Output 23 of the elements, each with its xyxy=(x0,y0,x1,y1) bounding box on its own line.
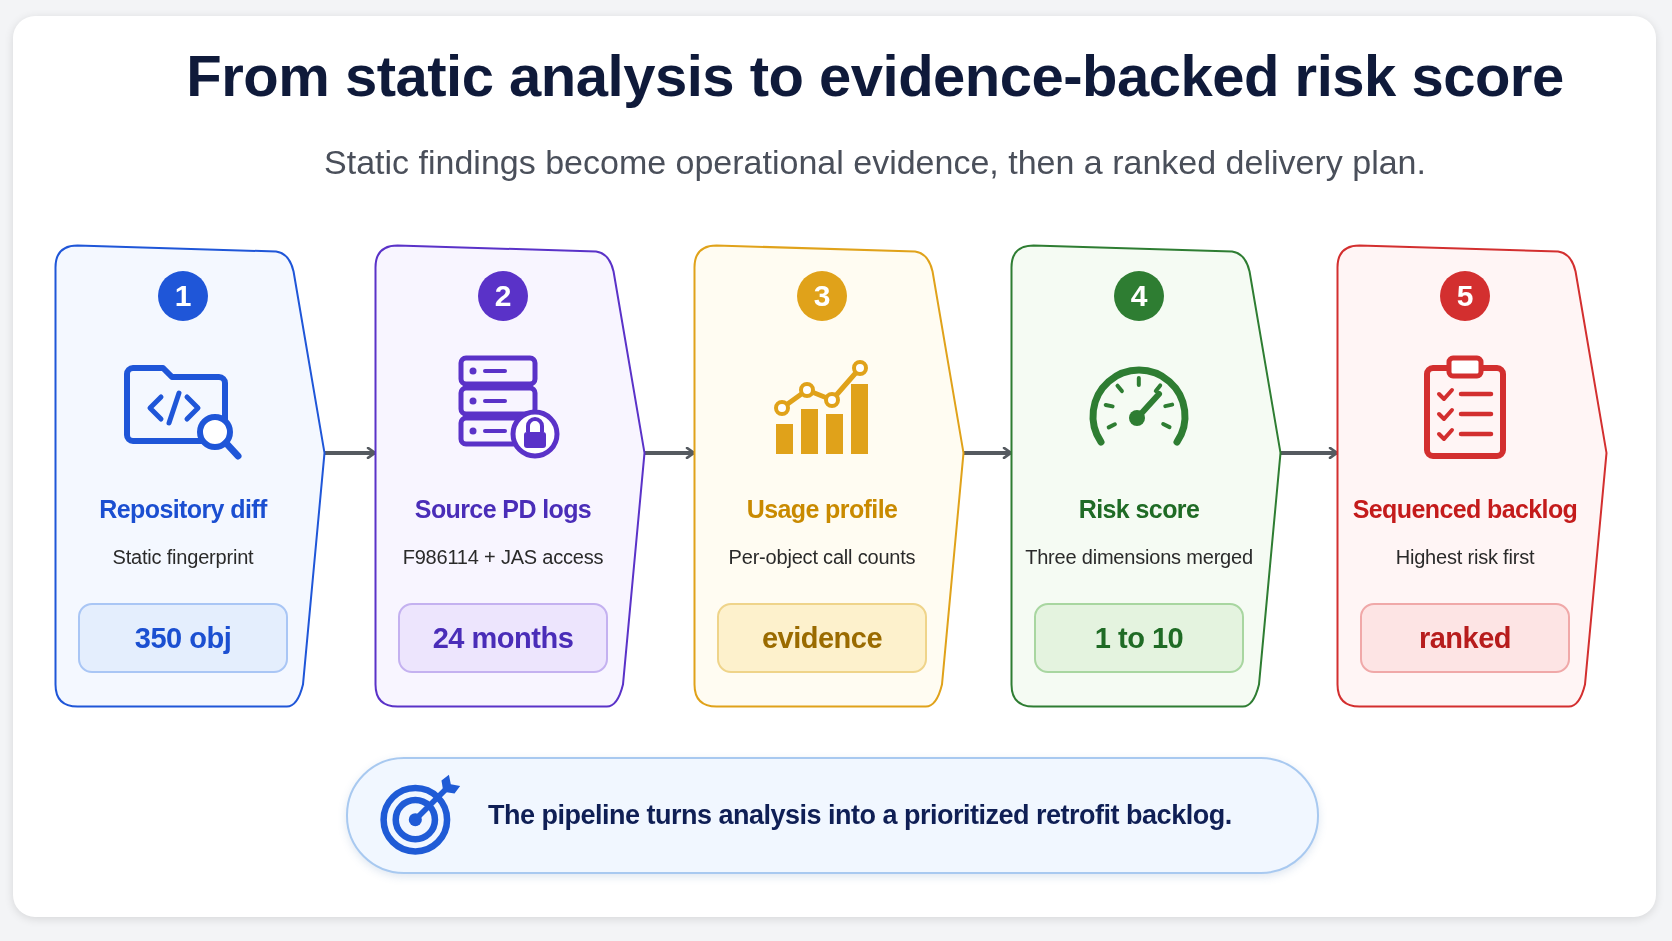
step-title: Usage profile xyxy=(745,494,899,525)
step-card xyxy=(1011,245,1281,707)
step-description: Static fingerprint xyxy=(111,545,255,570)
subtitle: Static findings become operational evidence, then a ranked delivery plan. xyxy=(323,142,1427,183)
step-title: Repository diff xyxy=(98,494,269,525)
step-title: Risk score xyxy=(1077,494,1201,525)
step-card xyxy=(55,245,325,707)
metric-pill: 24 months xyxy=(398,603,608,673)
metric-pill: evidence xyxy=(717,603,927,673)
step-description: Highest risk first xyxy=(1394,545,1536,570)
step-card xyxy=(375,245,645,707)
step-description: Three dimensions merged xyxy=(1024,545,1254,570)
step-card xyxy=(1337,245,1607,707)
banner-text: The pipeline turns analysis into a prioritized retrofit backlog. xyxy=(488,799,1233,832)
step-card xyxy=(694,245,964,707)
metric-pill: 350 obj xyxy=(78,603,288,673)
metric-pill: 1 to 10 xyxy=(1034,603,1244,673)
step-title: Sequenced backlog xyxy=(1351,494,1579,525)
step-description: Per-object call counts xyxy=(727,545,917,570)
step-title: Source PD logs xyxy=(413,494,593,525)
title: From static analysis to evidence-backed risk score xyxy=(185,42,1565,110)
step-description: F986114 + JAS access xyxy=(401,545,605,570)
metric-pill: ranked xyxy=(1360,603,1570,673)
